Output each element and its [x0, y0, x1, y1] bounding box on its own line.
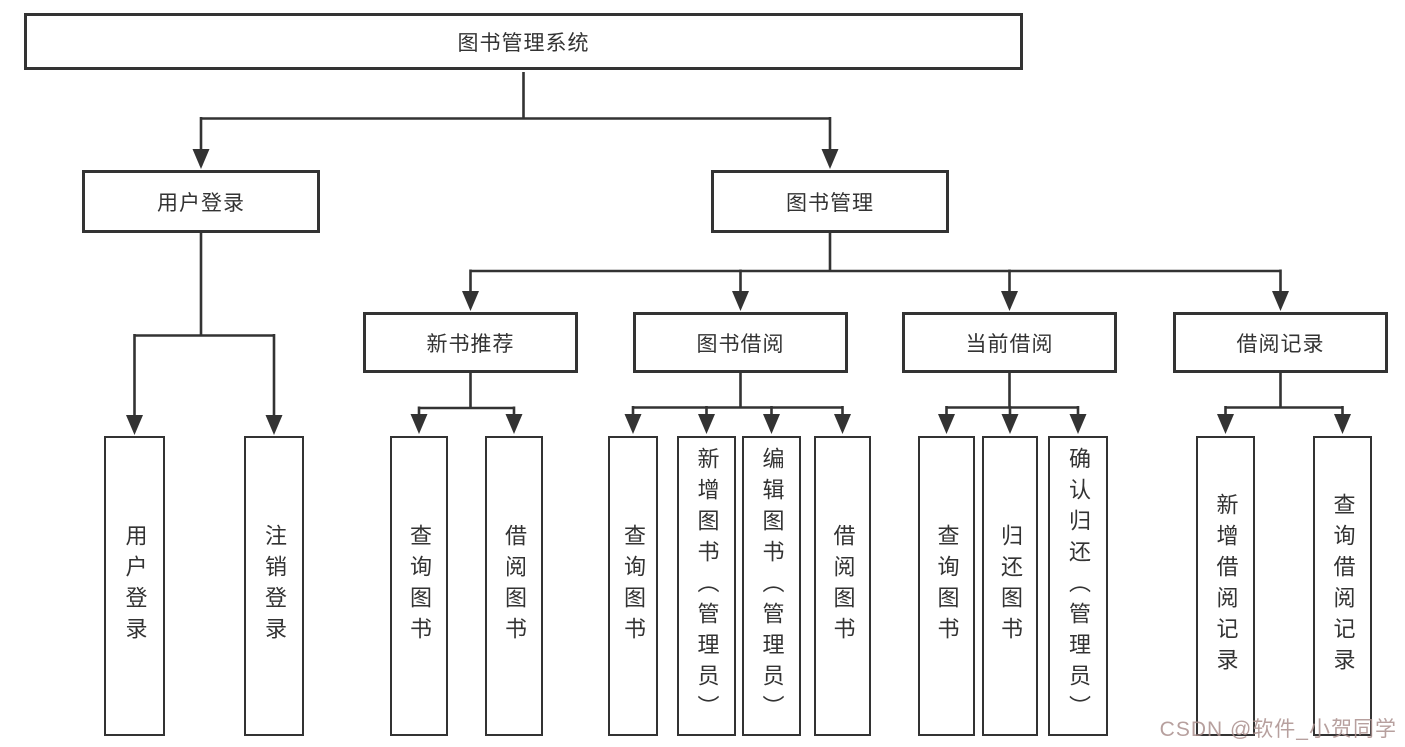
- connector-borrowrecords-to-leaves: [1224, 371, 1344, 430]
- arrowhead-icon: [462, 291, 479, 311]
- connector-userlogin-to-leaves: [133, 231, 276, 430]
- node-add-borrow-record-label: 新增借阅记录: [1213, 493, 1239, 679]
- node-current-borrowing-label: 当前借阅: [965, 332, 1054, 356]
- arrowhead-icon: [410, 414, 428, 434]
- arrowhead-icon: [732, 291, 749, 311]
- arrowhead-icon: [192, 149, 210, 169]
- connector-bookborrow-to-leaves: [631, 371, 844, 430]
- node-new-book-recommend-label: 新书推荐: [426, 332, 515, 356]
- node-query-borrow-record-label: 查询借阅记录: [1330, 493, 1356, 679]
- arrowhead-icon: [1069, 414, 1087, 434]
- arrowhead-icon: [624, 414, 642, 434]
- node-add-book-admin-label: 新增图书（管理员）: [694, 446, 720, 726]
- node-user-login-leaf: 用户登录: [104, 436, 165, 736]
- node-query-books-2-label: 查询图书: [621, 524, 646, 648]
- node-return-book: 归还图书: [982, 436, 1038, 736]
- node-query-borrow-record: 查询借阅记录: [1313, 436, 1372, 736]
- node-current-borrowing: 当前借阅: [902, 312, 1117, 373]
- arrowhead-icon: [698, 414, 715, 434]
- node-query-books-1: 查询图书: [390, 436, 448, 736]
- node-edit-book-admin: 编辑图书（管理员）: [742, 436, 801, 736]
- arrowhead-icon: [1001, 414, 1019, 434]
- connector-bookmgmt-to-level3: [469, 231, 1282, 307]
- node-logout: 注销登录: [244, 436, 304, 736]
- node-add-book-admin: 新增图书（管理员）: [677, 436, 736, 736]
- arrowhead-icon: [1334, 414, 1351, 434]
- node-borrow-books-1: 借阅图书: [485, 436, 543, 736]
- node-logout-label: 注销登录: [262, 524, 287, 648]
- node-query-books-3-label: 查询图书: [934, 524, 960, 648]
- node-borrow-books-1-label: 借阅图书: [502, 524, 527, 648]
- arrowhead-icon: [1217, 414, 1234, 434]
- node-return-book-label: 归还图书: [998, 524, 1023, 648]
- node-confirm-return-admin-label: 确认归还（管理员）: [1066, 446, 1091, 726]
- node-borrowing-records: 借阅记录: [1173, 312, 1388, 373]
- node-book-management: 图书管理: [711, 170, 949, 233]
- node-borrowing-records-label: 借阅记录: [1236, 332, 1325, 356]
- connector-root-to-level2: [199, 72, 832, 166]
- arrowhead-icon: [126, 415, 143, 435]
- arrowhead-icon: [1272, 291, 1289, 311]
- arrowhead-icon: [265, 415, 283, 435]
- arrowhead-icon: [834, 414, 851, 434]
- arrowhead-icon: [938, 414, 955, 434]
- arrowhead-icon: [1001, 291, 1018, 311]
- node-query-books-3: 查询图书: [918, 436, 975, 736]
- arrowhead-icon: [763, 414, 780, 434]
- node-root: 图书管理系统: [24, 13, 1023, 70]
- node-root-label: 图书管理系统: [457, 31, 590, 55]
- node-user-login: 用户登录: [82, 170, 320, 233]
- watermark: CSDN @软件_小贺同学: [1159, 718, 1397, 741]
- node-book-management-label: 图书管理: [786, 191, 874, 215]
- node-book-borrowing: 图书借阅: [633, 312, 848, 373]
- node-borrow-books-2: 借阅图书: [814, 436, 871, 736]
- node-query-books-2: 查询图书: [608, 436, 658, 736]
- node-user-login-leaf-label: 用户登录: [122, 524, 148, 648]
- node-book-borrowing-label: 图书借阅: [696, 332, 785, 356]
- arrowhead-icon: [505, 414, 523, 434]
- node-user-login-label: 用户登录: [157, 191, 245, 215]
- node-confirm-return-admin: 确认归还（管理员）: [1048, 436, 1108, 736]
- connector-newbooks-to-leaves: [417, 371, 516, 430]
- node-add-borrow-record: 新增借阅记录: [1196, 436, 1255, 736]
- connector-currentborrow-to-leaves: [945, 371, 1080, 430]
- node-query-books-1-label: 查询图书: [407, 524, 432, 648]
- node-borrow-books-2-label: 借阅图书: [830, 524, 856, 648]
- arrowhead-icon: [821, 149, 839, 169]
- node-edit-book-admin-label: 编辑图书（管理员）: [759, 446, 785, 726]
- node-new-book-recommend: 新书推荐: [363, 312, 578, 373]
